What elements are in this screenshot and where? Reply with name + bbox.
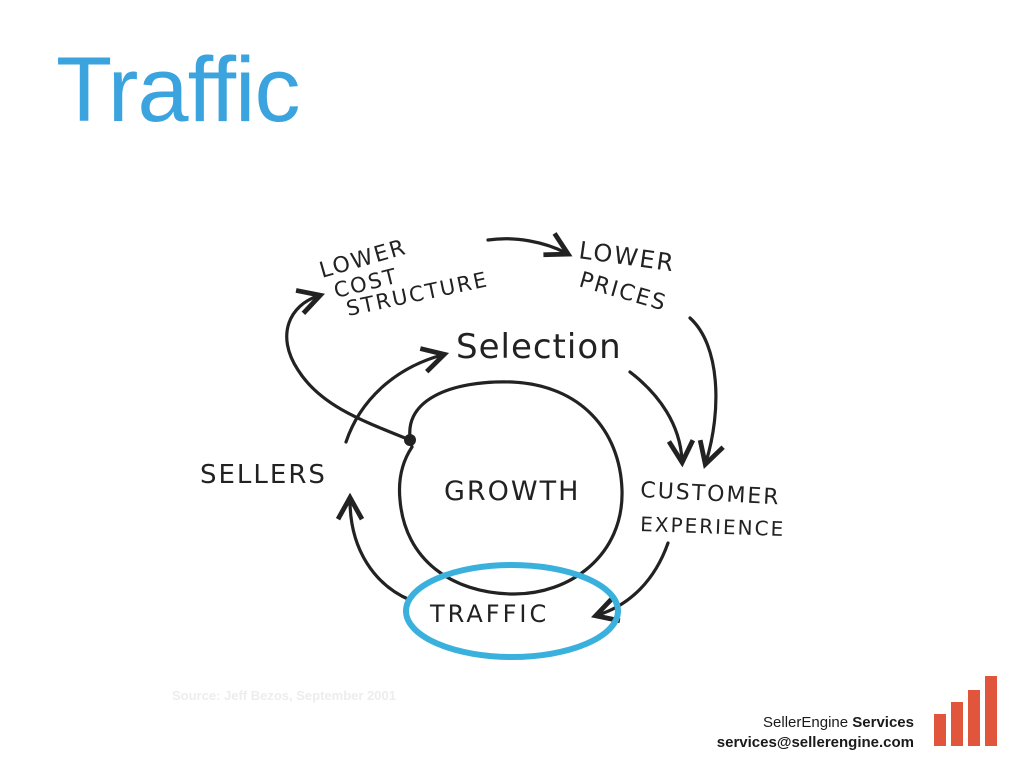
slide-title: Traffic — [56, 39, 300, 141]
arrow-sellers-to-selection — [344, 355, 442, 444]
label-customer-1: CUSTOMER — [640, 478, 781, 510]
label-selection: Selection — [456, 327, 622, 367]
source-citation: Source: Jeff Bezos, September 2001 — [172, 688, 396, 703]
footer-email[interactable]: services@sellerengine.com — [716, 734, 914, 751]
label-lower-prices-2: PRICES — [576, 268, 670, 317]
label-growth: GROWTH — [444, 476, 580, 507]
footer-brand-bold: Services — [852, 714, 914, 731]
traffic-highlight-ellipse — [403, 562, 621, 660]
arrow-growth-to-cost — [285, 296, 412, 442]
growth-circle — [397, 380, 624, 596]
arrow-traffic-to-sellers — [350, 500, 412, 602]
footer-contact: SellerEngine Services services@sellereng… — [717, 713, 914, 753]
arrow-customer-to-traffic — [598, 541, 670, 615]
arrow-selection-to-customer — [628, 370, 682, 460]
arrow-prices-to-customer — [688, 316, 716, 462]
sellerengine-logo-icon — [934, 676, 997, 746]
label-traffic: TRAFFIC — [429, 600, 549, 628]
footer-brand: SellerEngine — [763, 714, 853, 731]
label-sellers: SELLERS — [200, 460, 327, 490]
arrow-cost-to-prices — [486, 239, 566, 253]
label-customer-2: EXPERIENCE — [640, 512, 786, 541]
